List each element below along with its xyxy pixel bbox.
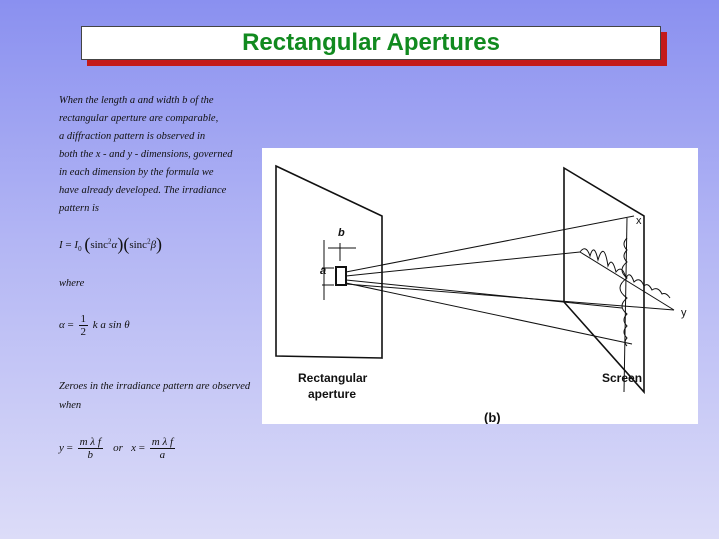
paragraph-line: When the length a and width b of the [59, 95, 214, 106]
diffraction-pattern-x [619, 237, 628, 347]
screen-label: Screen [602, 371, 642, 385]
paragraph-line: both the x - and y - dimensions, governe… [59, 149, 233, 160]
x-axis-line [623, 217, 628, 393]
aperture-plane [275, 164, 383, 359]
ray [345, 279, 623, 309]
dim-a-label: a [320, 265, 326, 277]
where-label: where [59, 278, 85, 289]
ray [345, 283, 675, 311]
zeroes-line: when [59, 400, 82, 411]
paragraph-line: rectangular aperture are comparable, [59, 113, 219, 124]
paragraph-line: have already developed. The irradiance [59, 185, 227, 196]
part-label: (b) [484, 410, 501, 424]
title-box: Rectangular Apertures [81, 26, 661, 60]
ray [345, 215, 635, 273]
ray [345, 251, 581, 277]
screen-plane [563, 166, 645, 395]
y-axis-label: y [681, 307, 687, 319]
paragraph-line: a diffraction pattern is observed in [59, 131, 206, 142]
ray [345, 282, 633, 345]
intro-paragraph: When the length a and width b of the rec… [59, 92, 269, 218]
diffraction-figure: b a x y Rectangular aperture Screen (b) [262, 148, 698, 425]
dim-b-label: b [338, 227, 345, 239]
aperture-label-line1: Rectangular [298, 371, 368, 385]
diffraction-pattern-y [579, 248, 671, 299]
aperture-rect [335, 266, 347, 286]
paragraph-line: pattern is [59, 203, 99, 214]
x-axis-label: x [636, 215, 642, 227]
zeroes-line: Zeroes in the irradiance pattern are obs… [59, 381, 251, 392]
irradiance-equation: I = I0 (sinc2α)(sinc2β) [59, 234, 163, 254]
slide-title: Rectangular Apertures [242, 29, 500, 56]
diffraction-diagram: b a x y Rectangular aperture Screen (b) [275, 164, 687, 425]
aperture-label-line2: aperture [308, 387, 356, 401]
paragraph-line: in each dimension by the formula we [59, 167, 214, 178]
y-axis-line [579, 251, 675, 311]
